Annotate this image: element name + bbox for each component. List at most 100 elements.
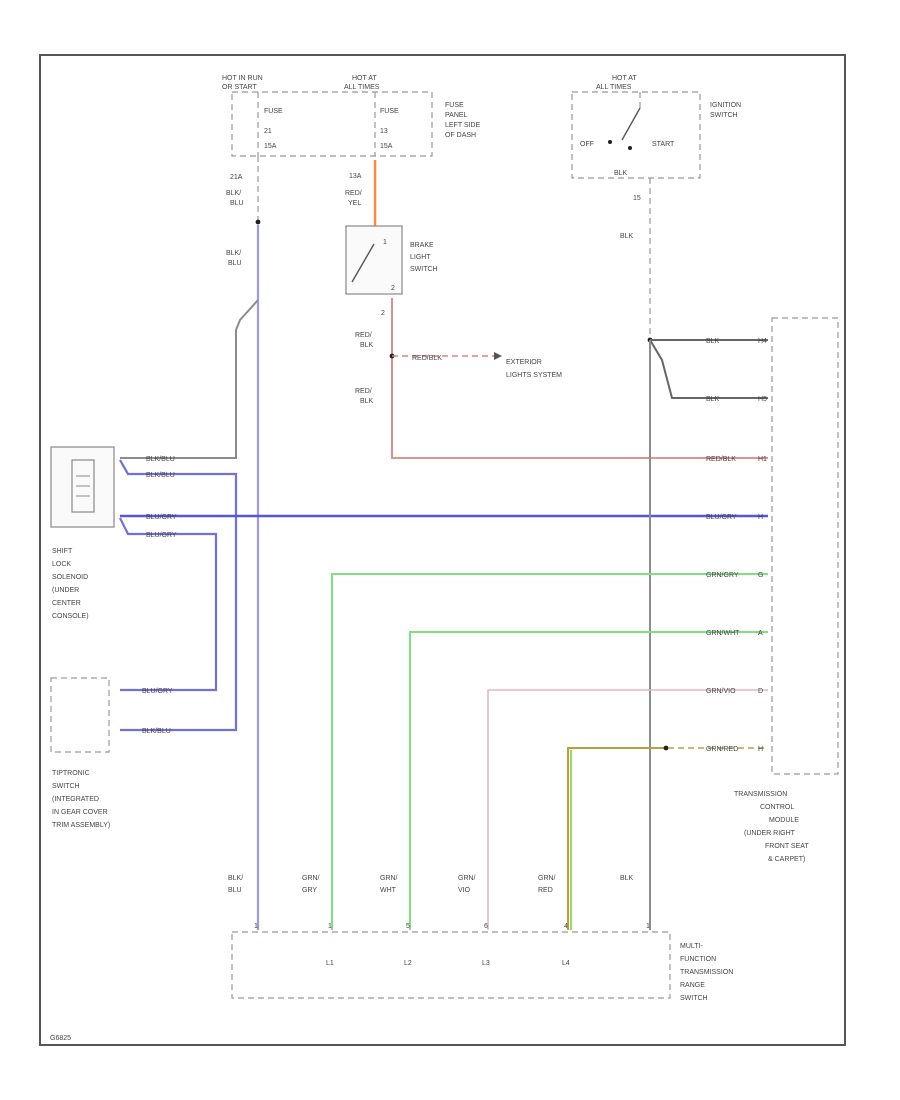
- fuse-panel-label-2: PANEL: [445, 112, 468, 119]
- fuse13-label: FUSE: [380, 108, 399, 115]
- hot-at-all-1: HOT AT: [352, 75, 377, 82]
- tip-label-4: IN GEAR COVER: [52, 809, 108, 816]
- blk-blu-tiptronic-wire: [119, 459, 238, 732]
- shift-lock-label-5: CENTER: [52, 600, 81, 607]
- brake-label-2: LIGHT: [410, 254, 431, 261]
- fuse21-amp: 15A: [264, 143, 277, 150]
- exterior-label-2: LIGHTS SYSTEM: [506, 372, 562, 379]
- mftr-label-4: RANGE: [680, 982, 705, 989]
- mid-color-a: RED/: [345, 190, 362, 197]
- mftr-contact-l4: L4: [562, 960, 570, 967]
- fuse-panel-label-3: LEFT SIDE: [445, 122, 481, 129]
- brake-color-1a: RED/: [355, 332, 372, 339]
- mftr-contact-l2: L2: [404, 960, 412, 967]
- left-pin: 21A: [230, 174, 243, 181]
- brake-switch: 13A RED/ YEL 1 2 BRAKE LIGHT SWITCH 2 RE…: [345, 160, 768, 459]
- fuse21-label: FUSE: [264, 108, 283, 115]
- diagram-code: G6825: [50, 1035, 71, 1042]
- hot-in-run-2: OR START: [222, 84, 257, 91]
- brake-switch-box: [345, 225, 403, 295]
- tcm-label-6: & CARPET): [768, 856, 805, 863]
- red-blk-wire: [391, 298, 768, 459]
- mftr-label-3: TRANSMISSION: [680, 969, 733, 976]
- ign-label-1: IGNITION: [710, 102, 741, 109]
- brake-out-pin: 2: [381, 310, 385, 317]
- mftr-switch: BLK/BLU1GRN/GRY1GRN/WHT5GRN/VIO6GRN/RED4…: [228, 875, 733, 1002]
- fuse-panel-box: [231, 91, 433, 157]
- left-feed-splice: [255, 219, 261, 225]
- tcm-wire-pin: H1: [758, 456, 767, 463]
- mftr-wire-pin: 4: [564, 923, 568, 930]
- left-color-2a: BLK/: [226, 250, 241, 257]
- shift-wire-3: BLU/GRY: [146, 514, 177, 521]
- exterior-wire-color: RED/BLK: [412, 355, 442, 362]
- tcm-wire-pin: H: [758, 746, 763, 753]
- fuse-panel-label-4: OF DASH: [445, 132, 476, 139]
- tiptronic-box: [50, 677, 110, 753]
- brake-switch-blade: [351, 243, 375, 283]
- tcm-wire-pin: H5: [758, 396, 767, 403]
- tip-label-1: TIPTRONIC: [52, 770, 90, 777]
- left-feed: 21A BLK/ BLU BLK/ BLU: [120, 156, 261, 930]
- tip-label-3: (INTEGRATED: [52, 796, 99, 803]
- brake-color-2a: RED/: [355, 388, 372, 395]
- fuse-panel-label-1: FUSE: [445, 102, 464, 109]
- solenoid-coil: [71, 459, 95, 513]
- tcm-wire-color: GRN/RED: [706, 746, 738, 753]
- mftr-wire-color: VIO: [458, 887, 471, 894]
- mftr-contact-l3: L3: [482, 960, 490, 967]
- mid-pin: 13A: [349, 173, 362, 180]
- ign-label-2: SWITCH: [710, 112, 738, 119]
- brake-label-3: SWITCH: [410, 266, 438, 273]
- shift-lock-label-3: SOLENOID: [52, 574, 88, 581]
- mftr-wire-color: GRN/: [538, 875, 556, 882]
- tip-label-5: TRIM ASSEMBLY): [52, 822, 110, 829]
- brake-pin-out: 2: [391, 285, 395, 292]
- shift-wire-4: BLU/GRY: [146, 532, 177, 539]
- grn-vio-wire: [487, 689, 768, 930]
- tcm-wire-pin: H: [758, 514, 763, 521]
- tcm-wire-pin: A: [758, 630, 763, 637]
- blk-h5-wire: [649, 339, 768, 399]
- shift-lock-label-1: SHIFT: [52, 548, 73, 555]
- mftr-contact-l1: L1: [326, 960, 334, 967]
- tcm-wire-color: GRN/GRY: [706, 572, 739, 579]
- ign-hot-2: ALL TIMES: [596, 84, 632, 91]
- ign-wire-pin: 15: [633, 195, 641, 202]
- ign-start: START: [652, 141, 675, 148]
- shift-wire-2: BLK/BLU: [146, 472, 175, 479]
- tcm-wire-pin: D: [758, 688, 763, 695]
- tcm-label-2: CONTROL: [760, 804, 794, 811]
- tip-wire-1: BLU/GRY: [142, 688, 173, 695]
- hot-at-all-2: ALL TIMES: [344, 84, 380, 91]
- mftr-wire-color: RED: [538, 887, 553, 894]
- grn-red-splice: [663, 745, 669, 751]
- tcm-wire-pin: H4: [758, 338, 767, 345]
- shift-lock-solenoid: SHIFT LOCK SOLENOID (UNDER CENTER CONSOL…: [50, 446, 768, 732]
- brake-color-2b: BLK: [360, 398, 374, 405]
- shift-lock-label-4: (UNDER: [52, 587, 79, 594]
- left-color-1a: BLK/: [226, 190, 241, 197]
- ignition-switch: HOT AT ALL TIMES OFF START BLK 15 BLK IG…: [571, 75, 741, 240]
- tcm-wire-color: BLK: [706, 396, 720, 403]
- mftr-wire-labels: BLK/BLU1GRN/GRY1GRN/WHT5GRN/VIO6GRN/RED4…: [228, 875, 650, 930]
- tcm-wire-pin: G: [758, 572, 763, 579]
- blu-gry-tiptronic-wire: [119, 517, 218, 692]
- shift-lock-label-2: LOCK: [52, 561, 71, 568]
- tcm-wire-color: BLU/GRY: [706, 514, 737, 521]
- tcm-box: [771, 317, 839, 775]
- mftr-wire-color: BLK: [620, 875, 634, 882]
- mftr-label-1: MULTI-: [680, 943, 703, 950]
- mftr-wire-pin: 1: [328, 923, 332, 930]
- grn-gry-wire: [331, 573, 768, 930]
- shift-wire-1: BLK/BLU: [146, 456, 175, 463]
- mftr-label-5: SWITCH: [680, 995, 708, 1002]
- left-color-1b: BLU: [230, 200, 244, 207]
- grn-red-wire: [567, 747, 668, 930]
- mid-color-b: YEL: [348, 200, 361, 207]
- ign-off-contact: [608, 140, 612, 144]
- tip-wire-2: BLK/BLU: [142, 728, 171, 735]
- ign-wire-color: BLK: [620, 233, 634, 240]
- tiptronic-switch: BLU/GRY BLK/BLU TIPTRONIC SWITCH (INTEGR…: [50, 677, 173, 829]
